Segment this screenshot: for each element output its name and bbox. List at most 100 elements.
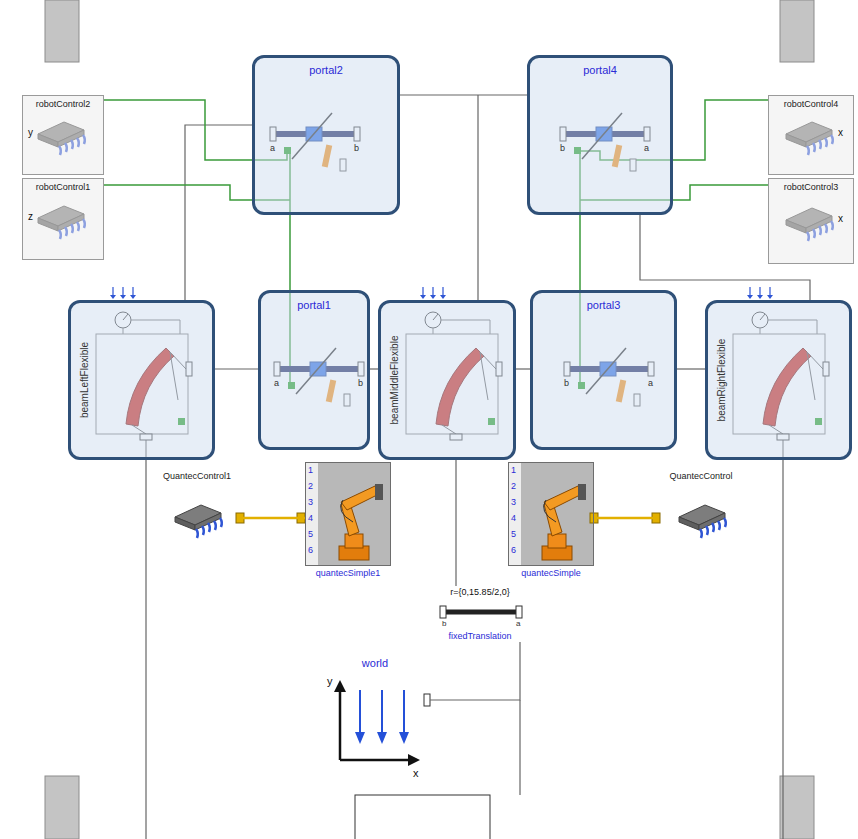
node-label: quantecSimple xyxy=(521,568,581,578)
node-label: robotControl4 xyxy=(784,99,839,109)
pin-number: 4 xyxy=(511,514,516,523)
translation-bar xyxy=(440,606,446,618)
node-label: QuantecControl1 xyxy=(163,471,231,481)
node-label: robotControl2 xyxy=(36,99,91,109)
component-frame: portal2 xyxy=(252,55,400,215)
translation-bar xyxy=(440,606,522,618)
node-label: portal2 xyxy=(309,64,343,77)
pin-number: 1 xyxy=(511,466,516,475)
translation-bar xyxy=(446,610,516,615)
pin-number: 5 xyxy=(308,530,313,539)
robot-block: quantecSimple1 xyxy=(305,462,391,566)
connector-wire xyxy=(594,517,656,520)
connector-wire xyxy=(673,100,768,160)
ground-block xyxy=(355,795,490,839)
connector-wire xyxy=(673,185,768,200)
world-axes xyxy=(334,680,430,766)
node-label: portal4 xyxy=(583,64,617,77)
pin-number: 1 xyxy=(308,466,313,475)
mechanical-wires xyxy=(185,125,252,300)
beam-frame: beamRightFlexible xyxy=(705,300,852,460)
connector-wire xyxy=(455,460,456,586)
axis-letter: z xyxy=(28,212,33,222)
axis-letter: y xyxy=(28,128,33,138)
connector-wire xyxy=(370,368,378,369)
pillars xyxy=(45,0,814,839)
world-axes xyxy=(334,680,346,692)
connector-wire xyxy=(242,517,305,520)
robots xyxy=(305,462,391,566)
port-label: b xyxy=(560,144,565,153)
component-frame: portal1 xyxy=(258,290,370,450)
port-label: a xyxy=(648,379,653,388)
node-label: world xyxy=(362,657,388,670)
port-label: b xyxy=(358,379,363,388)
node-label: robotControl3 xyxy=(784,182,839,192)
axis-letter: x xyxy=(838,128,843,138)
connector-wire xyxy=(516,368,530,369)
mechanical-wires xyxy=(519,700,520,795)
world-axes xyxy=(399,732,409,744)
pillars xyxy=(780,0,814,62)
connector-wire xyxy=(677,368,705,369)
world-axes xyxy=(340,688,410,760)
robots xyxy=(305,462,594,566)
port-label: a xyxy=(644,144,649,153)
port-label: b xyxy=(564,379,569,388)
connector-wire xyxy=(289,215,291,290)
robot-block: quantecSimple xyxy=(508,462,594,566)
controller-block: robotControl1 xyxy=(22,178,104,260)
mechanical-wires xyxy=(145,434,146,839)
robots xyxy=(508,462,594,566)
node-label: fixedTranslation xyxy=(448,631,511,641)
axis-letter: x xyxy=(413,768,419,779)
beam-frame: beamLeftFlexible xyxy=(68,300,215,460)
world-axes xyxy=(377,732,387,744)
translation-bar xyxy=(516,606,522,618)
controller-icon: QuantecControl1 xyxy=(152,470,242,558)
pin-number: 4 xyxy=(308,514,313,523)
axis-letter: x xyxy=(838,214,843,224)
beam-frame: beamMiddleFlexible xyxy=(378,300,516,460)
pin-number: 6 xyxy=(511,546,516,555)
mechanical-wires xyxy=(146,95,810,839)
node-label: QuantecControl xyxy=(669,471,732,481)
pin-number: 2 xyxy=(308,482,313,491)
component-frame: portal4 xyxy=(527,55,673,215)
node-label: beamMiddleFlexible xyxy=(389,336,401,425)
node-label: portal1 xyxy=(297,299,331,312)
axis-letter: y xyxy=(327,676,333,687)
pillars xyxy=(780,776,814,839)
connector-wire xyxy=(430,642,520,700)
bus-ports xyxy=(236,513,660,523)
chips xyxy=(175,505,222,538)
pin-number: 3 xyxy=(511,498,516,507)
world-axes xyxy=(408,754,420,766)
connector-wire xyxy=(104,185,252,200)
controller-icon: QuantecControl xyxy=(656,470,746,558)
port-label: a xyxy=(274,379,279,388)
pin-number: 5 xyxy=(511,530,516,539)
pillars xyxy=(45,776,79,839)
pillars xyxy=(45,0,79,62)
port-label: b xyxy=(442,620,446,628)
translation-block: r={0,15.85/2,0} fixedTranslation xyxy=(425,586,535,642)
port-label: a xyxy=(516,620,520,628)
mechanical-wires xyxy=(477,95,478,300)
node-label: quantecSimple1 xyxy=(316,568,381,578)
controller-block: robotControl2 xyxy=(22,95,104,175)
connector-wire xyxy=(215,368,258,369)
mechanical-wires xyxy=(782,434,783,839)
node-label: beamLeftFlexible xyxy=(79,342,91,418)
world-axes xyxy=(360,690,404,734)
pin-number: 3 xyxy=(308,498,313,507)
pin-number: 2 xyxy=(511,482,516,491)
connector-wire xyxy=(579,215,581,290)
node-label: robotControl1 xyxy=(36,182,91,192)
component-frame: portal3 xyxy=(530,290,677,450)
node-label: r={0,15.85/2,0} xyxy=(450,587,509,597)
world-axes xyxy=(355,732,365,744)
world-axes xyxy=(424,694,430,706)
